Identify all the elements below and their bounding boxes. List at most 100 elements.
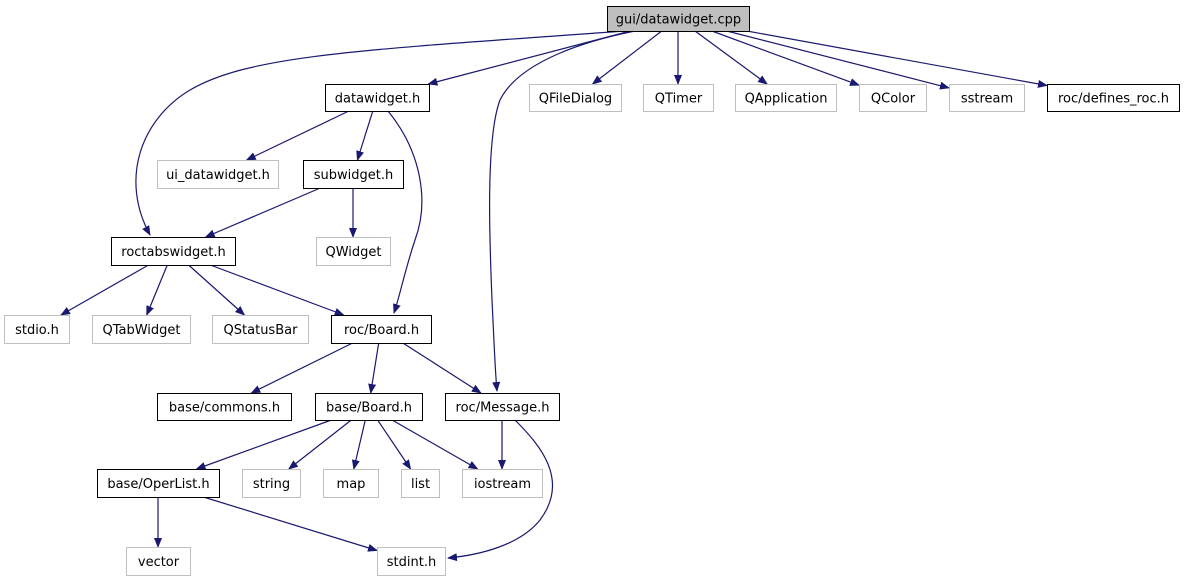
edge-roc_board_h-to-roc_message_h xyxy=(402,342,482,394)
edge-datawidget_h-to-subwidget_h xyxy=(356,110,374,161)
node-box xyxy=(126,547,191,576)
edge-roc_board_h-to-base_board_h xyxy=(368,342,380,394)
edge-roctabswidget_h-to-roc_board_h xyxy=(210,264,345,316)
node-qapplication: QApplication xyxy=(735,84,837,112)
edges xyxy=(60,30,1048,562)
node-box xyxy=(97,469,220,498)
node-box xyxy=(331,315,432,344)
node-label: iostream xyxy=(474,477,531,492)
node-label: list xyxy=(411,477,430,492)
node-box xyxy=(325,84,430,112)
edge-roc_message_h-to-stdint_h xyxy=(447,419,554,562)
node-box xyxy=(316,237,391,266)
node-box xyxy=(242,469,301,498)
node-box xyxy=(643,84,714,112)
edge-roctabswidget_h-to-qtabwidget xyxy=(146,264,168,316)
edge-roctabswidget_h-to-qstatusbar xyxy=(188,264,246,316)
node-label: subwidget.h xyxy=(314,168,393,183)
node-subwidget_h[interactable]: subwidget.h xyxy=(303,160,404,189)
node-defines_roc[interactable]: roc/defines_roc.h xyxy=(1047,84,1180,112)
node-label: ui_datawidget.h xyxy=(166,168,270,183)
node-sstream: sstream xyxy=(949,84,1025,112)
node-box xyxy=(445,393,560,421)
node-qtabwidget: QTabWidget xyxy=(92,315,191,344)
node-box xyxy=(111,237,236,266)
node-label: QStatusBar xyxy=(224,323,299,338)
node-box xyxy=(1047,84,1180,112)
node-qtimer: QTimer xyxy=(643,84,714,112)
node-label: string xyxy=(253,477,290,492)
node-qwidget: QWidget xyxy=(316,237,391,266)
edge-base_board_h-to-map xyxy=(351,419,366,470)
node-label: QWidget xyxy=(325,245,381,260)
edge-roctabswidget_h-to-stdio_h xyxy=(60,264,149,316)
edge-root-to-roctabswidget_h xyxy=(135,30,626,236)
node-root[interactable]: gui/datawidget.cpp xyxy=(607,6,750,32)
edge-base_board_h-to-iostream xyxy=(391,419,479,470)
edge-root-to-defines_roc xyxy=(746,30,1048,88)
node-box xyxy=(377,547,446,576)
node-string: string xyxy=(242,469,301,498)
node-base_operlist_h[interactable]: base/OperList.h xyxy=(97,469,220,498)
node-vector: vector xyxy=(126,547,191,576)
node-box xyxy=(212,315,309,344)
edge-base_board_h-to-base_operlist_h xyxy=(195,419,332,470)
node-label: stdio.h xyxy=(15,323,59,338)
edge-root-to-qfiledialog xyxy=(591,30,663,85)
edge-datawidget_h-to-roc_board_h xyxy=(387,110,423,314)
node-list: list xyxy=(401,469,440,498)
node-label: map xyxy=(337,477,366,492)
node-stdint_h: stdint.h xyxy=(377,547,446,576)
node-box xyxy=(462,469,543,498)
node-box xyxy=(949,84,1025,112)
node-roc_board_h[interactable]: roc/Board.h xyxy=(331,315,432,344)
edge-base_operlist_h-to-stdint_h xyxy=(203,496,378,552)
node-label: QTimer xyxy=(655,92,703,107)
node-label: roctabswidget.h xyxy=(121,245,225,260)
node-label: QColor xyxy=(871,92,916,107)
node-label: gui/datawidget.cpp xyxy=(616,13,741,28)
node-box xyxy=(157,393,292,421)
edge-roc_board_h-to-base_commons_h xyxy=(250,342,353,394)
edge-root-to-qapplication xyxy=(694,30,768,85)
node-box xyxy=(735,84,837,112)
node-map: map xyxy=(323,469,379,498)
edge-root-to-sstream xyxy=(726,30,950,90)
edge-base_board_h-to-list xyxy=(377,419,412,470)
node-label: datawidget.h xyxy=(335,92,421,107)
node-label: base/Board.h xyxy=(326,401,412,416)
node-qcolor: QColor xyxy=(859,84,927,112)
node-box xyxy=(157,160,279,189)
node-label: roc/Message.h xyxy=(456,401,550,416)
node-label: stdint.h xyxy=(387,555,436,570)
node-iostream: iostream xyxy=(462,469,543,498)
node-box xyxy=(859,84,927,112)
node-label: sstream xyxy=(961,92,1013,107)
node-qfiledialog: QFileDialog xyxy=(529,84,622,112)
node-base_board_h[interactable]: base/Board.h xyxy=(315,393,423,421)
edge-subwidget_h-to-roctabswidget_h xyxy=(204,187,321,238)
edge-base_board_h-to-string xyxy=(288,419,352,470)
node-box xyxy=(607,6,750,32)
node-label: roc/defines_roc.h xyxy=(1058,92,1169,107)
node-stdio_h: stdio.h xyxy=(4,315,70,344)
node-label: QTabWidget xyxy=(102,323,180,338)
nodes: gui/datawidget.cpp datawidget.h QFileDialo… xyxy=(4,6,1180,576)
node-box xyxy=(303,160,404,189)
node-roc_message_h[interactable]: roc/Message.h xyxy=(445,393,560,421)
node-box xyxy=(401,469,440,498)
node-ui_datawidget: ui_datawidget.h xyxy=(157,160,279,189)
node-label: base/commons.h xyxy=(169,401,280,416)
edge-root-to-roc_message_h xyxy=(488,30,636,392)
node-roctabswidget_h[interactable]: roctabswidget.h xyxy=(111,237,236,266)
node-label: roc/Board.h xyxy=(344,323,419,338)
node-label: QFileDialog xyxy=(539,92,612,107)
node-base_commons_h[interactable]: base/commons.h xyxy=(157,393,292,421)
node-label: base/OperList.h xyxy=(107,477,209,492)
edge-datawidget_h-to-ui_datawidget xyxy=(245,110,350,161)
node-box xyxy=(4,315,70,344)
node-label: QApplication xyxy=(745,92,828,107)
node-datawidget_h[interactable]: datawidget.h xyxy=(325,84,430,112)
node-label: vector xyxy=(138,555,180,570)
